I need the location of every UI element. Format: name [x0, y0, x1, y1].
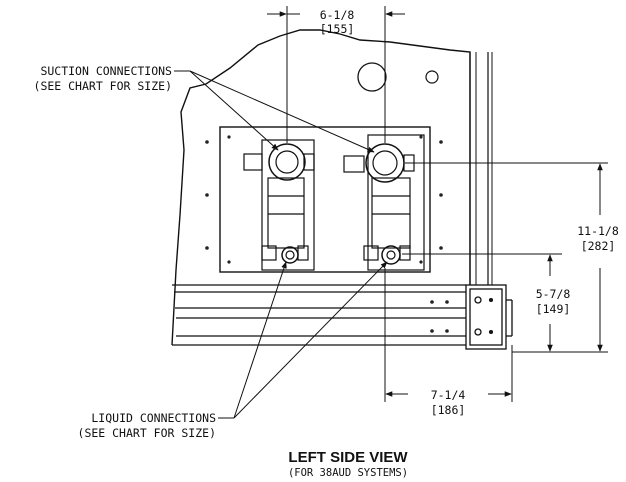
small-hole [425, 70, 439, 84]
liquid-height-dimension [402, 253, 562, 352]
access-panel [219, 126, 431, 273]
suction-label-line2: (SEE CHART FOR SIZE) [34, 79, 172, 93]
left-valve-assembly [243, 139, 315, 271]
liquid-height-metric: [149] [536, 302, 571, 316]
cabinet-right-edge [469, 52, 493, 285]
large-hole [357, 62, 387, 92]
liquid-leaders [218, 261, 388, 419]
view-title: LEFT SIDE VIEW [288, 449, 408, 466]
right-valve-assembly [343, 134, 425, 271]
top-width-dimension [267, 6, 405, 143]
bottom-width-metric: [186] [431, 403, 466, 417]
top-width-value: 6-1/8 [320, 8, 355, 22]
suction-height-metric: [282] [581, 239, 616, 253]
suction-height-value: 11-1/8 [577, 224, 619, 238]
bottom-width-value: 7-1/4 [431, 388, 466, 402]
view-subtitle: (FOR 38AUD SYSTEMS) [288, 467, 408, 479]
base-rail-holes [430, 300, 449, 333]
top-width-metric: [155] [320, 22, 355, 36]
suction-height-dimension [405, 162, 608, 353]
liquid-height-value: 5-7/8 [536, 287, 571, 301]
suction-label-line1: SUCTION CONNECTIONS [40, 64, 172, 78]
bottom-width-dimension [384, 268, 513, 402]
corner-post [465, 284, 513, 350]
panel-screws [205, 135, 443, 264]
liquid-label-line2: (SEE CHART FOR SIZE) [78, 426, 216, 440]
suction-leaders [174, 70, 375, 153]
base-rail [172, 284, 466, 346]
liquid-label-line1: LIQUID CONNECTIONS [91, 411, 216, 425]
unit-cabinet-outline [171, 29, 471, 346]
